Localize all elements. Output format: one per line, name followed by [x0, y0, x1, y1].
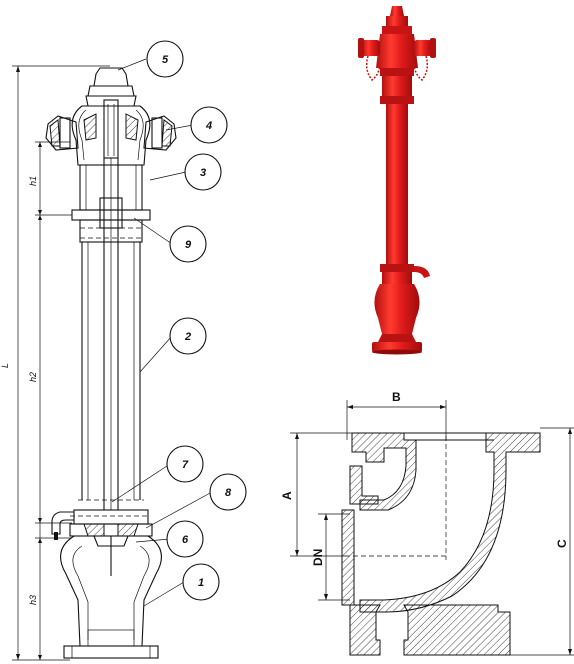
- callout-8: 8: [209, 473, 247, 511]
- dim-l-label: L: [0, 363, 10, 368]
- lower-valve: [51, 499, 162, 659]
- hydrant-photo: [358, 6, 436, 355]
- callout-4: 4: [190, 106, 228, 144]
- dim-dn-label: DN: [311, 549, 325, 566]
- hydrant-cross-section: L h1 h2 h3: [0, 40, 247, 661]
- dim-a-label: A: [280, 491, 294, 500]
- dimension-b: B: [346, 390, 447, 440]
- callout-8-label: 8: [225, 487, 232, 499]
- callout-2-label: 2: [184, 331, 191, 343]
- callout-6: 6: [166, 520, 204, 558]
- callout-3-label: 3: [200, 167, 206, 179]
- callout-9-label: 9: [185, 239, 192, 251]
- dimension-l: L: [0, 65, 110, 661]
- riser-pipe: [81, 158, 141, 510]
- dim-b-label: B: [392, 390, 401, 404]
- callout-9: 9: [169, 225, 207, 263]
- callout-5-label: 5: [162, 54, 169, 66]
- dimension-a: A: [280, 432, 360, 557]
- dim-h1-label: h1: [28, 176, 38, 186]
- callout-3: 3: [184, 153, 222, 191]
- callout-leaders: [111, 58, 213, 607]
- dimension-h: h1 h2 h3: [28, 141, 72, 660]
- callout-5: 5: [146, 40, 184, 78]
- callout-7-label: 7: [182, 459, 189, 471]
- valve-section: B A DN C: [280, 390, 574, 656]
- callout-6-label: 6: [182, 534, 189, 546]
- hydrant-head: [45, 67, 177, 166]
- dim-h3-label: h3: [28, 595, 38, 605]
- callout-4-label: 4: [205, 120, 212, 132]
- callout-2: 2: [169, 317, 207, 355]
- callout-1: 1: [182, 563, 220, 601]
- callout-1-label: 1: [198, 577, 204, 589]
- dim-c-label: C: [555, 539, 569, 548]
- callout-7: 7: [166, 445, 204, 483]
- dimension-c: C: [510, 427, 574, 656]
- dim-h2-label: h2: [28, 372, 38, 382]
